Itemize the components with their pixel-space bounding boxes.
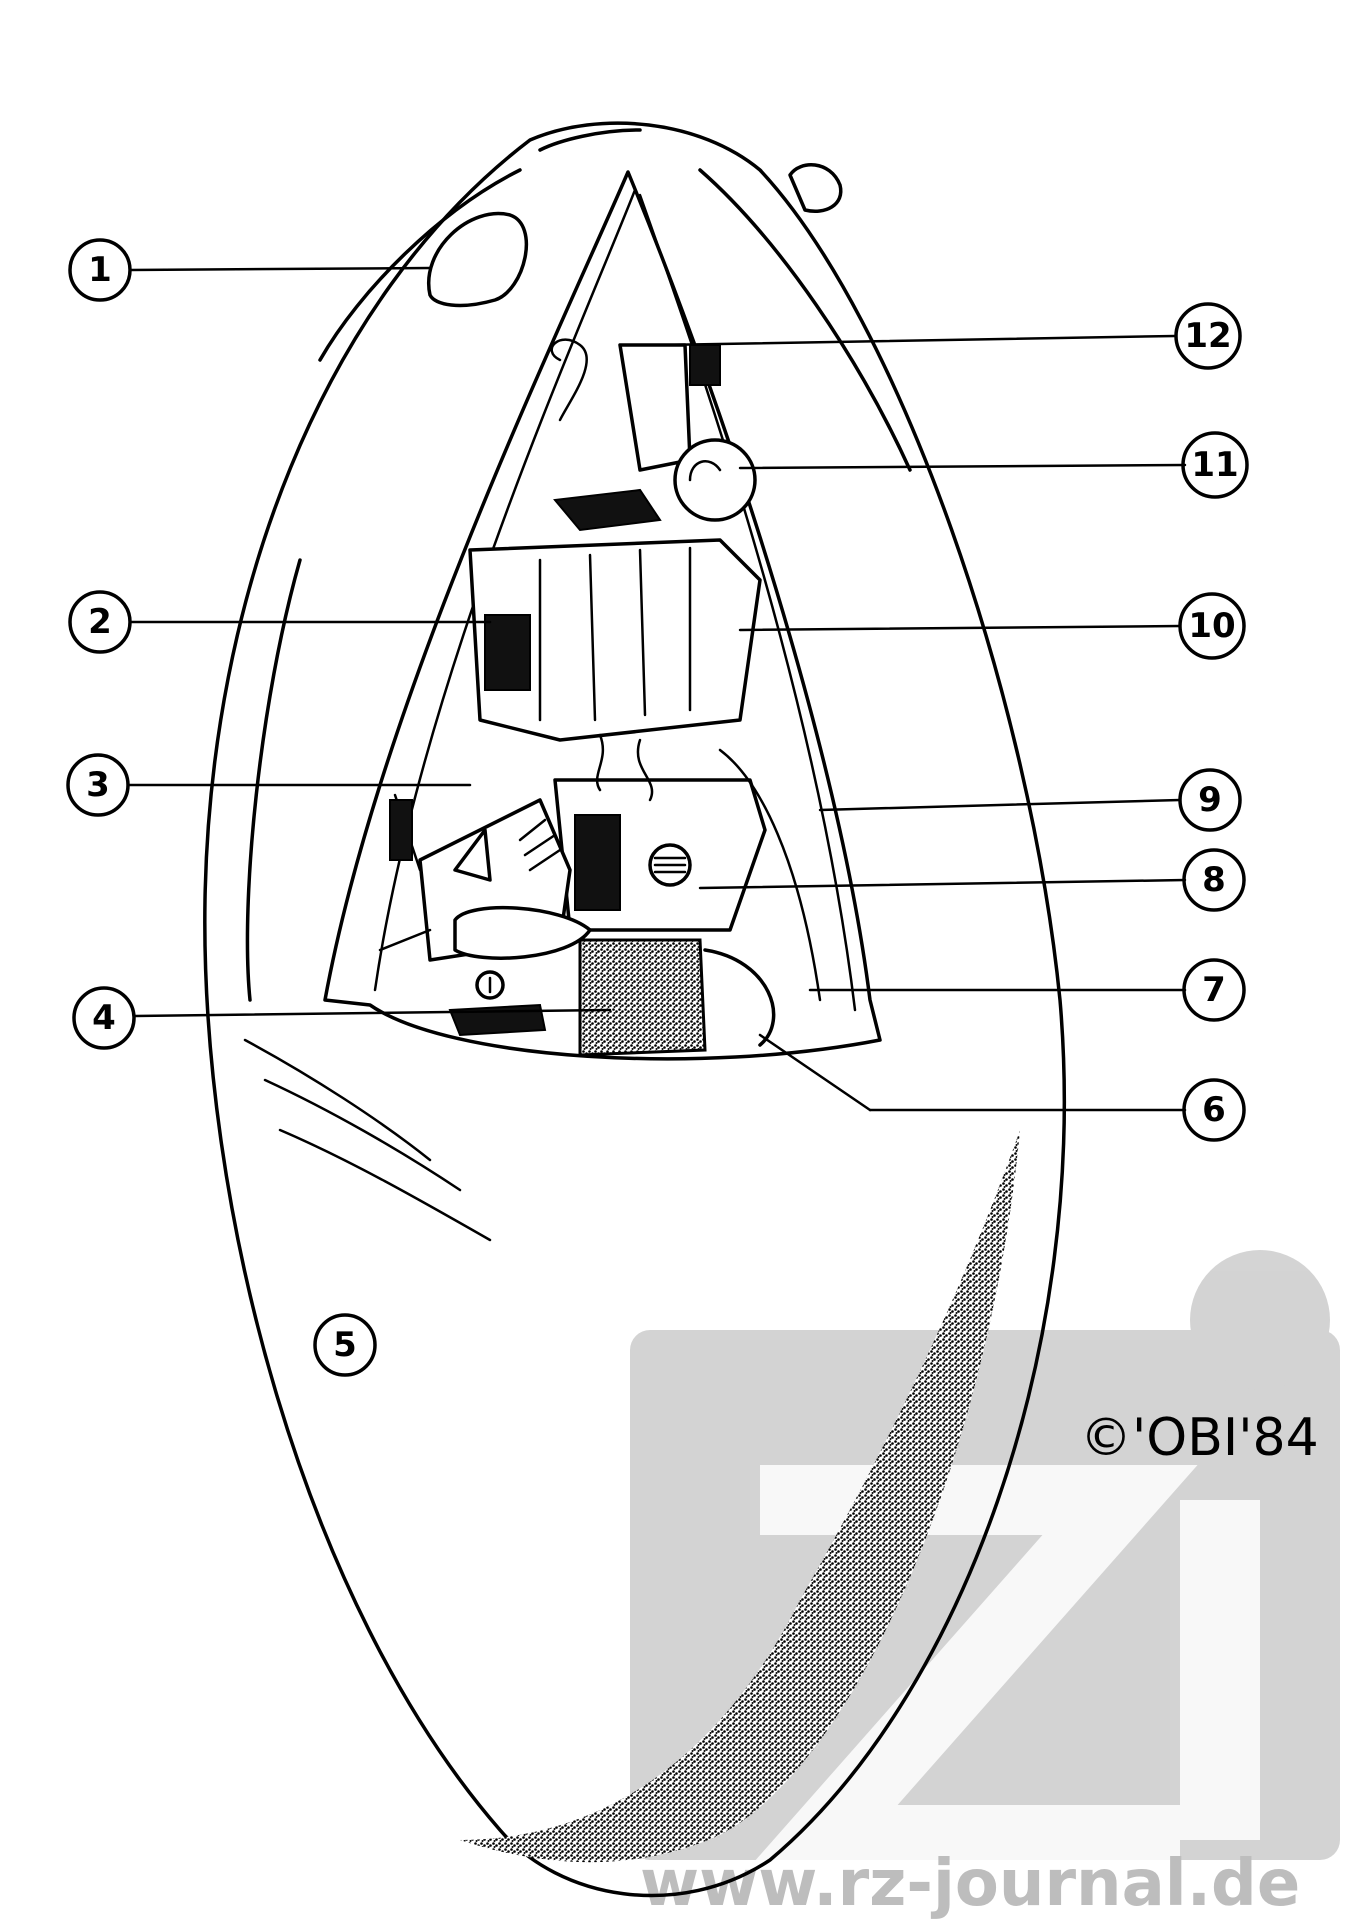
callout-3: 3 [66, 753, 130, 817]
copyright-signature: ©'OBI'84 [1080, 1408, 1319, 1468]
leader-lines [126, 266, 1187, 1112]
svg-text:3: 3 [86, 765, 110, 805]
svg-text:2: 2 [88, 602, 112, 642]
callout-8: 8 [1182, 848, 1246, 912]
callout-6: 6 [1182, 1078, 1246, 1142]
glare-streaks [243, 1038, 492, 1242]
svg-text:4: 4 [92, 998, 116, 1038]
svg-text:9: 9 [1198, 780, 1222, 820]
callout-7: 7 [1182, 958, 1246, 1022]
shell-shadow [460, 1130, 1020, 1863]
callout-5: 5 [313, 1313, 377, 1377]
pod-shell [203, 121, 1067, 1898]
svg-text:10: 10 [1188, 606, 1235, 646]
svg-text:12: 12 [1184, 316, 1231, 356]
svg-text:5: 5 [333, 1325, 357, 1365]
shell-bumps [426, 163, 843, 308]
callout-10: 10 [1178, 592, 1246, 660]
svg-text:6: 6 [1202, 1090, 1226, 1130]
svg-text:11: 11 [1191, 445, 1238, 485]
interior-equipment [378, 338, 822, 1057]
callout-11: 11 [1181, 431, 1249, 499]
callout-4: 4 [72, 986, 136, 1050]
svg-text:8: 8 [1202, 860, 1226, 900]
svg-text:1: 1 [88, 250, 112, 290]
callout-12: 12 [1174, 302, 1242, 370]
watermark-url: www.rz-journal.de [640, 1847, 1300, 1920]
callout-2: 2 [68, 590, 132, 654]
callout-9: 9 [1178, 768, 1242, 832]
callout-1: 1 [68, 238, 132, 302]
svg-text:7: 7 [1202, 970, 1226, 1010]
